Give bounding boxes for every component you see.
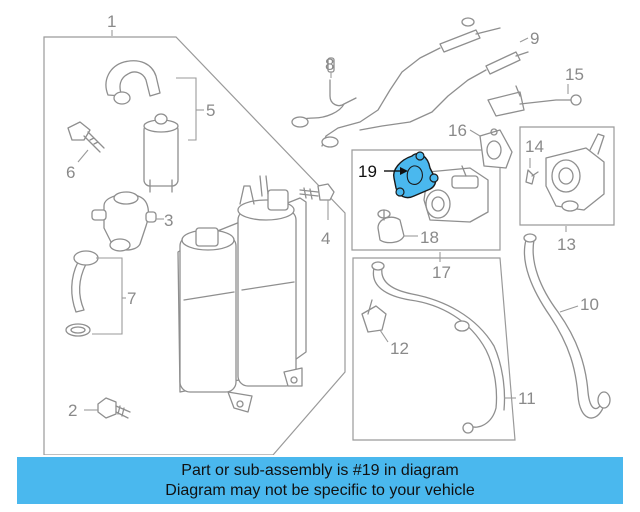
banner-line-2: Diagram may not be specific to your vehi… bbox=[165, 482, 475, 499]
callout-10: 10 bbox=[580, 295, 599, 314]
callout-4: 4 bbox=[321, 229, 330, 248]
group-box-1 bbox=[43, 36, 346, 455]
part-3-purge-valve[interactable] bbox=[91, 191, 157, 252]
callout-19-arrowhead bbox=[400, 167, 408, 175]
callout-9: 9 bbox=[530, 29, 539, 48]
part-4-bolt[interactable] bbox=[299, 183, 335, 201]
part-7-hose[interactable] bbox=[65, 250, 99, 337]
callout-19: 19 bbox=[358, 162, 377, 181]
part-19-gasket-highlighted[interactable] bbox=[393, 151, 439, 199]
part-8-oxygen-sensor[interactable] bbox=[291, 57, 357, 128]
callout-12: 12 bbox=[390, 339, 409, 358]
callout-13: 13 bbox=[557, 235, 576, 254]
callout-11: 11 bbox=[518, 389, 536, 408]
part-18-fitting[interactable] bbox=[377, 209, 405, 244]
part-9-oxygen-sensor[interactable] bbox=[321, 17, 529, 148]
callout-5: 5 bbox=[206, 101, 215, 120]
part-2-bolt[interactable] bbox=[97, 397, 131, 419]
part-13-pump-assembly[interactable] bbox=[545, 133, 605, 212]
part-15-bracket[interactable] bbox=[487, 85, 582, 117]
part-11-pipe[interactable] bbox=[371, 261, 506, 434]
callout-17: 17 bbox=[432, 263, 451, 282]
group-box-17 bbox=[351, 149, 501, 251]
callout-14: 14 bbox=[525, 137, 544, 156]
callout-7: 7 bbox=[127, 289, 136, 308]
group-box-11 bbox=[352, 257, 516, 441]
part-10-hose[interactable] bbox=[523, 233, 611, 419]
group-box-13 bbox=[519, 126, 615, 226]
callout-8: 8 bbox=[325, 55, 334, 74]
callout-18: 18 bbox=[420, 228, 439, 247]
callout-1: 1 bbox=[107, 12, 116, 31]
part-12-connector[interactable] bbox=[361, 299, 387, 333]
part-16-flange[interactable] bbox=[479, 128, 513, 169]
banner-line-1: Part or sub-assembly is #19 in diagram bbox=[181, 462, 459, 479]
parts-diagram: 5 6 3 7 1 bbox=[43, 12, 615, 455]
part-14-sensor[interactable] bbox=[525, 169, 539, 185]
callout-2: 2 bbox=[68, 401, 77, 420]
part-6-bolt[interactable] bbox=[67, 121, 105, 153]
callout-16: 16 bbox=[448, 121, 467, 140]
callout-6: 6 bbox=[66, 163, 75, 182]
part-1-charcoal-canister[interactable] bbox=[177, 175, 307, 413]
part-5-filter-assembly[interactable] bbox=[105, 60, 179, 193]
callout-15: 15 bbox=[565, 65, 584, 84]
info-banner: Part or sub-assembly is #19 in diagram D… bbox=[17, 457, 623, 504]
part-17-valve-body[interactable] bbox=[423, 165, 489, 223]
callout-3: 3 bbox=[164, 211, 173, 230]
